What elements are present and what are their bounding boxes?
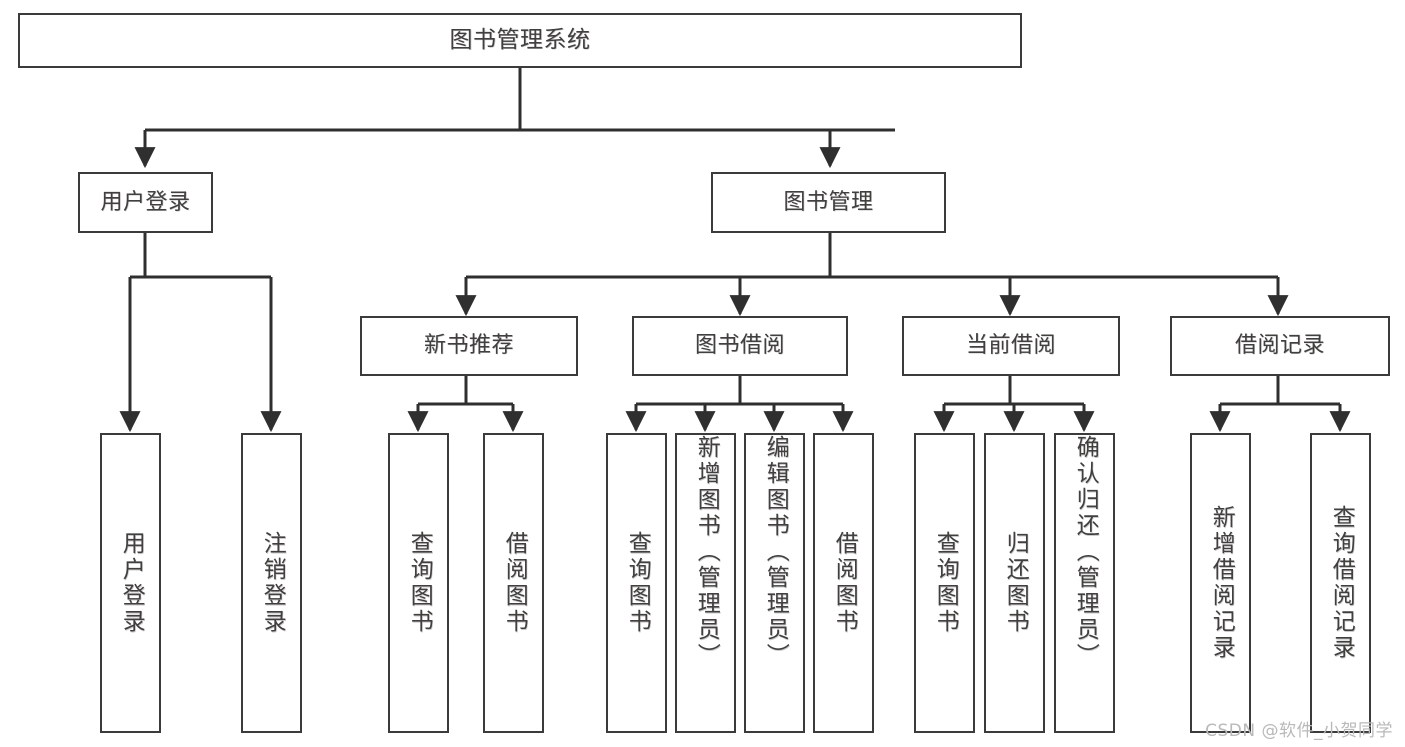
node-label: 借阅图书 [501, 531, 528, 635]
leaf-user-login-login[interactable]: 用户登录 [100, 433, 161, 733]
node-label: 当前借阅 [965, 333, 1056, 359]
node-label: 归还图书 [1002, 531, 1029, 635]
node-user-login[interactable]: 用户登录 [78, 172, 213, 233]
node-label: 图书管理系统 [449, 26, 591, 53]
leaf-borrow-query-book[interactable]: 查询图书 [606, 433, 667, 733]
leaf-current-confirm-return-admin[interactable]: 确认归还（管理员） [1054, 433, 1115, 733]
node-label: 查询借阅记录 [1328, 505, 1355, 661]
leaf-borrow-borrow-book[interactable]: 借阅图书 [813, 433, 874, 733]
leaf-current-query-book[interactable]: 查询图书 [914, 433, 975, 733]
node-label: 注销登录 [259, 531, 286, 635]
leaf-new-book-borrow[interactable]: 借阅图书 [483, 433, 544, 733]
leaf-new-book-query[interactable]: 查询图书 [388, 433, 449, 733]
node-label: 编辑图书（管理员） [762, 435, 789, 669]
node-label: 新增图书（管理员） [693, 435, 720, 669]
node-book-management[interactable]: 图书管理 [711, 172, 946, 233]
node-label: 新增借阅记录 [1208, 505, 1235, 661]
node-label: 用户登录 [100, 189, 191, 215]
leaf-current-return-book[interactable]: 归还图书 [984, 433, 1045, 733]
node-label: 确认归还（管理员） [1072, 435, 1099, 669]
leaf-record-query-record[interactable]: 查询借阅记录 [1310, 433, 1371, 733]
leaf-user-login-logout[interactable]: 注销登录 [241, 433, 302, 733]
node-label: 借阅图书 [831, 531, 858, 635]
node-label: 图书借阅 [694, 333, 785, 359]
node-borrow-record[interactable]: 借阅记录 [1170, 316, 1390, 376]
node-label: 查询图书 [932, 531, 959, 635]
node-label: 查询图书 [406, 531, 433, 635]
leaf-record-add-record[interactable]: 新增借阅记录 [1190, 433, 1251, 733]
node-new-book-recommend[interactable]: 新书推荐 [360, 316, 578, 376]
node-label: 用户登录 [118, 531, 145, 635]
node-current-borrow[interactable]: 当前借阅 [902, 316, 1120, 376]
leaf-borrow-add-book-admin[interactable]: 新增图书（管理员） [675, 433, 736, 733]
node-label: 借阅记录 [1234, 333, 1325, 359]
node-label: 新书推荐 [423, 333, 514, 359]
node-label: 图书管理 [783, 189, 874, 215]
watermark: CSDN @软件_小贺同学 [1205, 721, 1393, 741]
node-label: 查询图书 [624, 531, 651, 635]
leaf-borrow-edit-book-admin[interactable]: 编辑图书（管理员） [744, 433, 805, 733]
node-root-system[interactable]: 图书管理系统 [18, 13, 1022, 68]
node-book-borrow[interactable]: 图书借阅 [632, 316, 848, 376]
